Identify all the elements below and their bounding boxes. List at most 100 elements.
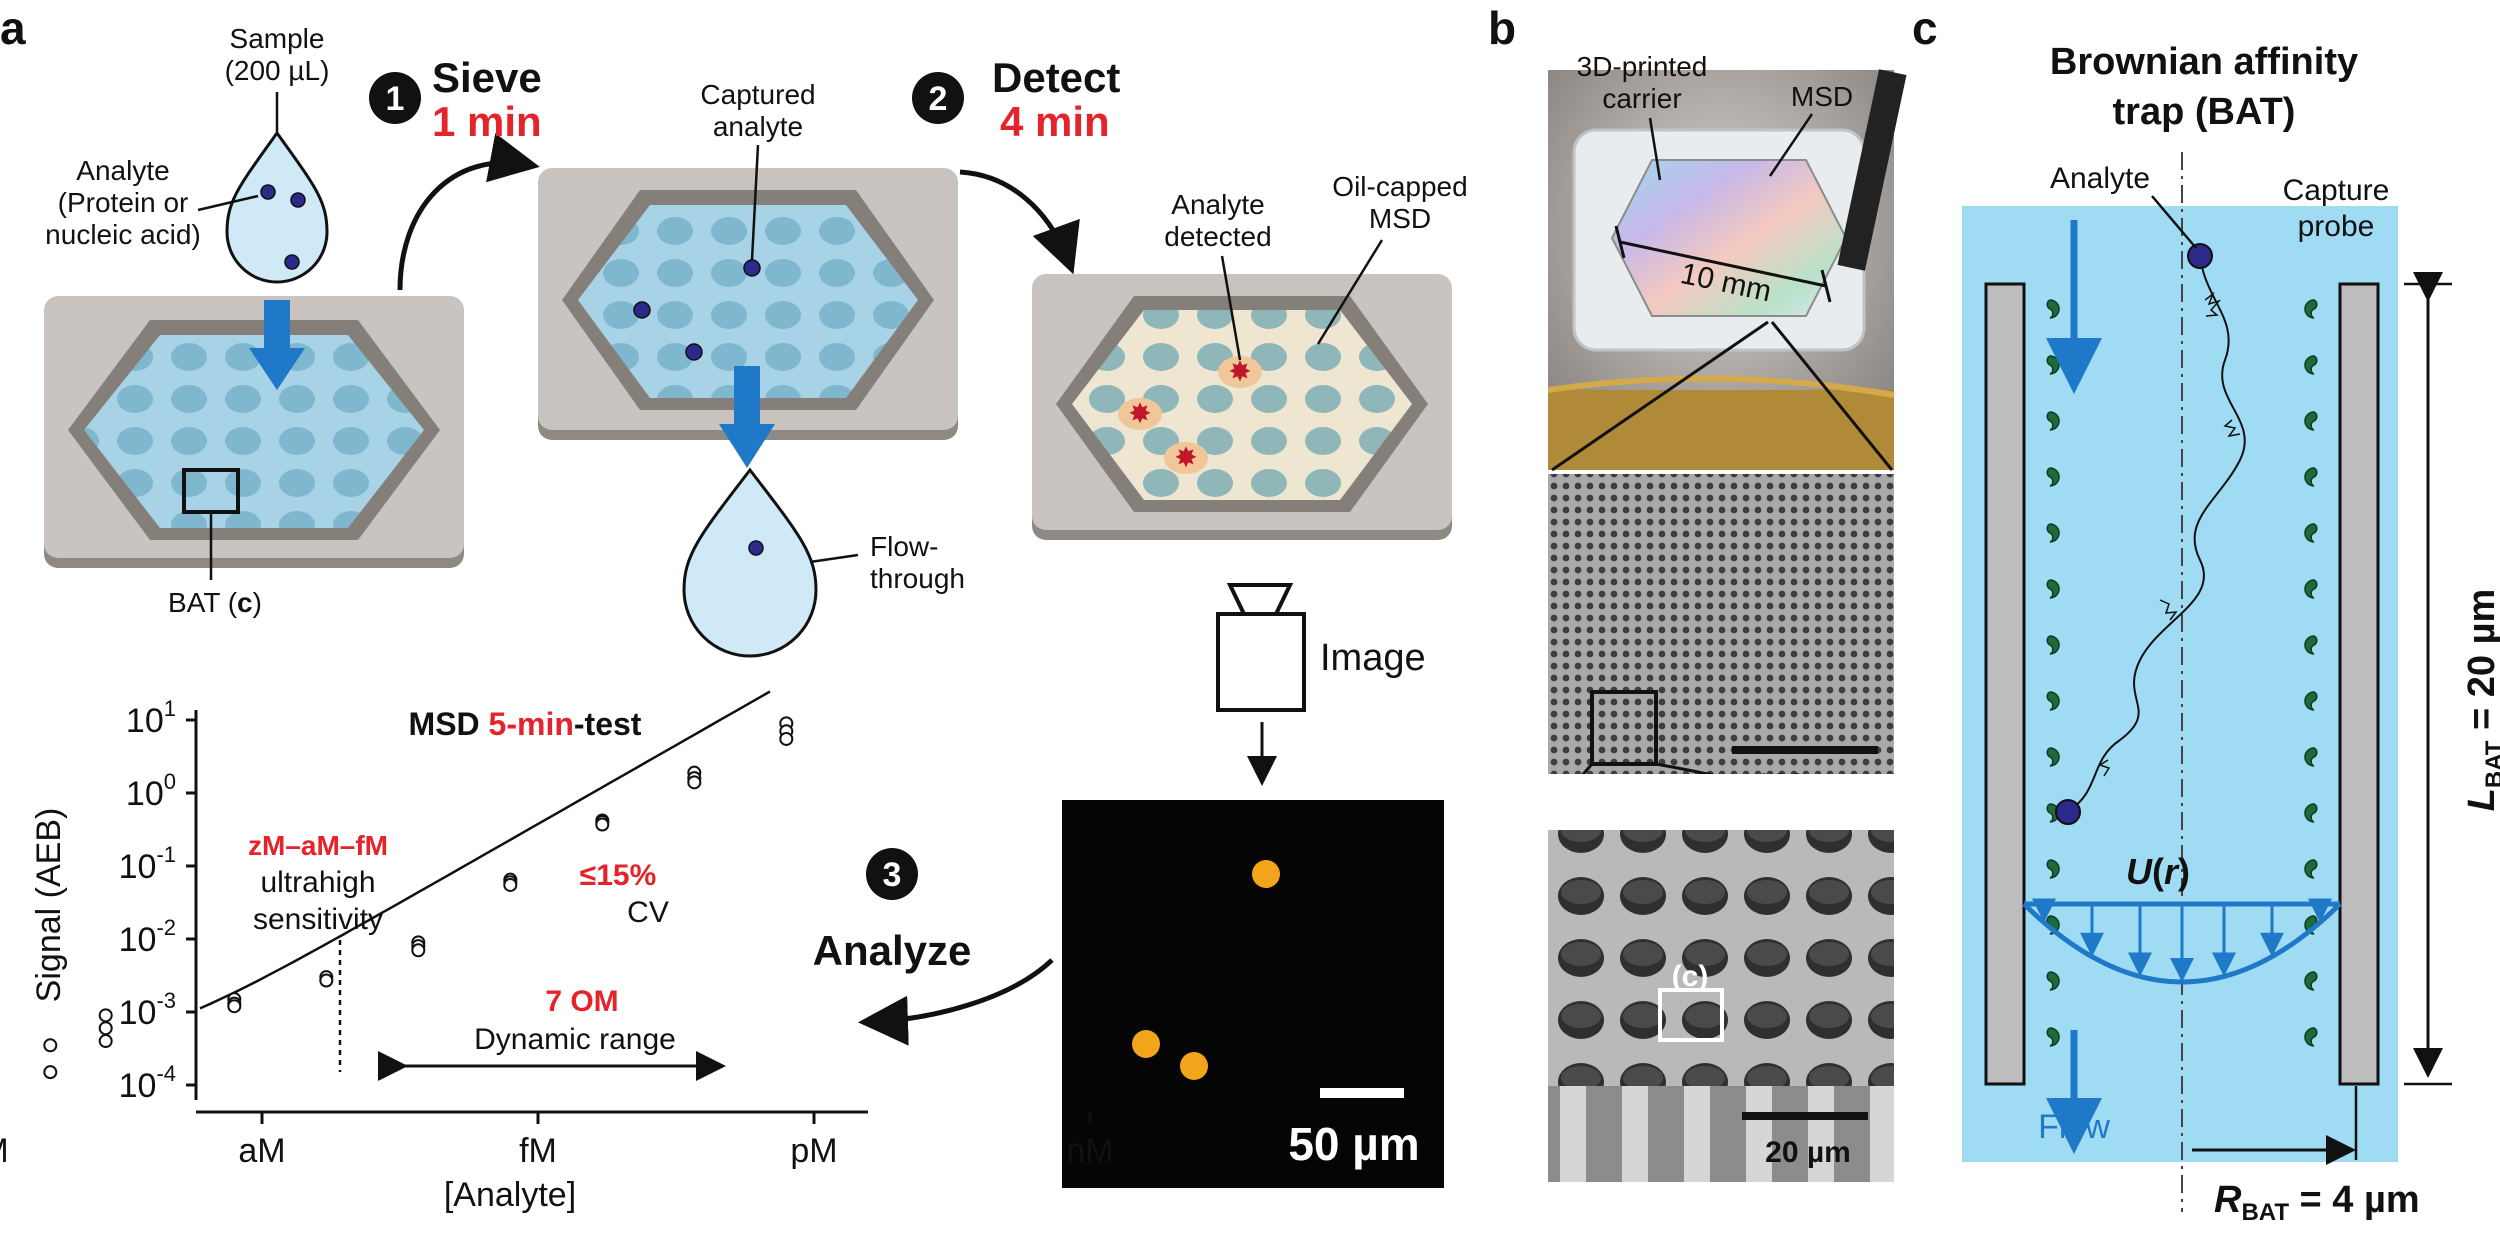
radius-label: RBAT = 4 µm — [2214, 1179, 2420, 1226]
fluorescence-image — [1062, 800, 1444, 1188]
capture-probe-icon — [2046, 747, 2060, 767]
bat-label: BAT (c) — [168, 587, 262, 618]
bat-analyte-leader — [2151, 195, 2197, 249]
capture-probe-icon — [2304, 467, 2318, 487]
carrier-leader — [1648, 117, 1662, 181]
probe-label-line2: probe — [2298, 210, 2375, 243]
step2-circle — [912, 72, 964, 124]
sample-droplet — [225, 130, 329, 284]
capture-probe-icon — [2304, 299, 2318, 319]
bat-analyte-label: Analyte — [2050, 162, 2150, 195]
analyte-label-line2: (Protein or — [58, 187, 189, 218]
capture-probe-icon — [2304, 803, 2318, 823]
step2-name: Detect — [992, 54, 1120, 101]
probe-label-line1: Capture — [2283, 174, 2390, 207]
flow-label: Flow — [2038, 1108, 2110, 1146]
panel-label-a: a — [0, 2, 26, 54]
capture-probe-icon — [2046, 579, 2060, 599]
y-tick-label: 10-3 — [119, 988, 176, 1032]
brownian-trajectory — [2069, 255, 2246, 811]
x-tick-label-pM: pM — [790, 1132, 837, 1170]
analyte-captured — [2055, 799, 2081, 825]
x-tick-label-zM: zM — [0, 1132, 9, 1170]
zoom-line-1a — [1551, 320, 1769, 472]
step1-name: Sieve — [432, 54, 542, 101]
svg-text:✸: ✸ — [1228, 355, 1251, 388]
data-point — [227, 999, 242, 1014]
sem-divider — [1548, 774, 1894, 830]
data-point — [503, 877, 518, 892]
capture-probe-icon — [2304, 355, 2318, 375]
flowthrough-leader — [809, 553, 859, 564]
analyte-label-line1: Analyte — [76, 155, 169, 186]
step3-circle — [866, 848, 918, 900]
bat-wall-right — [2338, 282, 2380, 1086]
bat-title-line2: trap (BAT) — [2113, 91, 2296, 133]
data-point — [319, 973, 334, 988]
fit-curve — [199, 690, 771, 1010]
potential-label: U(r) — [2126, 851, 2190, 892]
y-tick-label: 10-2 — [119, 915, 176, 959]
zoom-line-1b — [1770, 321, 1894, 471]
step1-time: 1 min — [432, 98, 542, 145]
om-value: 7 OM — [545, 985, 618, 1018]
blue-arrow-shaft-1 — [264, 300, 290, 350]
data-point — [43, 1038, 58, 1053]
y-tick-label: 10-1 — [119, 842, 176, 886]
capture-probe-icon — [2046, 523, 2060, 543]
sample-label-line1: Sample — [230, 23, 325, 54]
panel-label-b: b — [1488, 2, 1516, 54]
y-tick-label: 10-4 — [119, 1061, 176, 1105]
capture-probe-icon — [2304, 859, 2318, 879]
potential-profile — [2022, 898, 2342, 985]
msd-label: MSD — [1791, 81, 1853, 112]
y-axis-label: Signal (AEB) — [30, 808, 68, 1003]
captured-label-line1: Captured — [700, 79, 815, 110]
capture-probe-icon — [2046, 859, 2060, 879]
bat-marker-label: (c) — [1672, 960, 1709, 993]
capture-probe-icon — [2304, 691, 2318, 711]
dynamic-range-label: Dynamic range — [474, 1023, 676, 1056]
data-point — [98, 1021, 113, 1036]
device-sieve-input — [44, 296, 464, 568]
length-label: LBAT = 20 µm — [2461, 589, 2500, 812]
cv-label: CV — [627, 896, 669, 929]
step2-number: 2 — [929, 80, 948, 118]
analyte-label-line3: nucleic acid) — [45, 219, 201, 250]
width-cap-right — [1820, 269, 1832, 303]
step1-circle — [369, 72, 421, 124]
detected-label-line1: Analyte — [1171, 189, 1264, 220]
svg-text:✸: ✸ — [1128, 397, 1151, 430]
capture-probe-icon — [2046, 411, 2060, 431]
capture-probe-icon — [2304, 579, 2318, 599]
capture-probe-icon — [2304, 411, 2318, 431]
sem-image-low — [1548, 474, 1894, 776]
x-tick-label-nM: nM — [1066, 1132, 1113, 1170]
data-point — [98, 1034, 113, 1049]
brownian-jitter — [2098, 291, 2241, 777]
capture-probe-icon — [2304, 635, 2318, 655]
detected-leader — [1220, 255, 1242, 361]
detected-label-line2: detected — [1164, 221, 1271, 252]
image-label: Image — [1320, 637, 1426, 679]
data-point — [98, 1008, 113, 1023]
capture-probe-icon — [2304, 971, 2318, 991]
blue-arrow-head-1 — [249, 348, 305, 390]
device-detect: ✸ ✸ ✸ — [1032, 274, 1452, 540]
bat-marker-box — [1658, 988, 1724, 1042]
sample-label-line2: (200 µL) — [225, 55, 330, 86]
sensitivity-line2: sensitivity — [253, 903, 383, 936]
x-tick-label-fM: fM — [519, 1132, 557, 1170]
panel-label-c: c — [1912, 2, 1938, 54]
svg-text:✸: ✸ — [1174, 441, 1197, 474]
capture-probe-icon — [2046, 635, 2060, 655]
data-point — [43, 1065, 58, 1080]
chart-title: MSD 5-min-test — [409, 706, 642, 742]
device-sieve — [538, 168, 958, 440]
carrier-label-line2: carrier — [1602, 83, 1681, 114]
width-cap-left — [1614, 225, 1626, 259]
captured-leader — [750, 144, 760, 261]
